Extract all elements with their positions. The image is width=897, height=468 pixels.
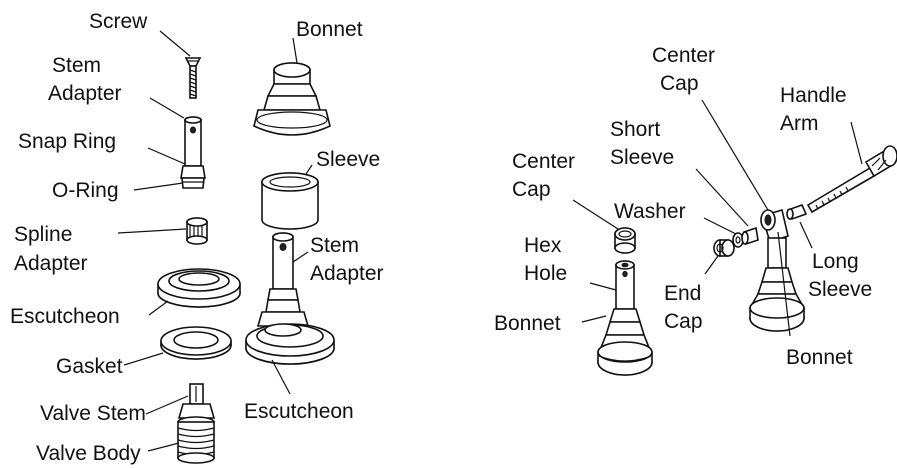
sleeve-part bbox=[261, 172, 319, 230]
right-labels: Center Cap Handle Arm Short Sleeve Cente… bbox=[494, 44, 872, 369]
center-cap-part bbox=[614, 227, 636, 254]
label-valve-body: Valve Body bbox=[36, 442, 141, 465]
left-assembly: Screw Stem Adapter Snap Ring O-Ring Spli… bbox=[10, 10, 384, 465]
label-o-ring: O-Ring bbox=[52, 179, 119, 202]
label-stem-adapter-line1: Stem bbox=[52, 54, 101, 77]
valve-body-part bbox=[177, 383, 216, 464]
label-escutcheon-right: Escutcheon bbox=[244, 400, 354, 423]
label-valve-stem: Valve Stem bbox=[40, 402, 146, 425]
label-stem-adapter-right-line1: Stem bbox=[310, 234, 359, 257]
label-end-cap-line1: End bbox=[664, 282, 701, 305]
label-short-sleeve-line1: Short bbox=[610, 118, 660, 141]
label-stem-adapter-right-line2: Adapter bbox=[310, 262, 384, 285]
bonnet-part bbox=[253, 62, 331, 136]
stem-adapter-part bbox=[180, 116, 206, 189]
long-sleeve-part bbox=[786, 203, 808, 221]
escutcheon-part bbox=[157, 268, 241, 308]
label-spline-adapter-line2: Adapter bbox=[14, 252, 88, 275]
label-bonnet-right: Bonnet bbox=[786, 346, 853, 369]
handle-arm-part bbox=[806, 145, 897, 214]
screw-part bbox=[184, 57, 202, 99]
label-stem-adapter-line2: Adapter bbox=[48, 82, 122, 105]
spline-adapter-part bbox=[186, 217, 208, 245]
end-cap-part bbox=[713, 239, 735, 257]
right-leader-lines bbox=[572, 99, 863, 337]
label-bonnet-left: Bonnet bbox=[494, 312, 561, 335]
label-gasket: Gasket bbox=[56, 355, 123, 378]
label-hex-hole-line2: Hole bbox=[524, 262, 567, 285]
label-long-sleeve-line2: Sleeve bbox=[808, 278, 872, 301]
bonnet-hex-hole-part bbox=[597, 260, 653, 376]
washer-part bbox=[732, 232, 744, 248]
label-snap-ring: Snap Ring bbox=[18, 130, 116, 153]
gasket-part bbox=[160, 326, 232, 360]
label-center-cap-top-line1: Center bbox=[652, 44, 715, 67]
label-escutcheon: Escutcheon bbox=[10, 305, 120, 328]
label-sleeve: Sleeve bbox=[316, 148, 380, 171]
label-washer: Washer bbox=[614, 200, 686, 223]
label-center-cap-line2: Cap bbox=[512, 178, 551, 201]
label-spline-adapter-line1: Spline bbox=[14, 223, 72, 246]
label-hex-hole-line1: Hex bbox=[524, 234, 562, 257]
label-end-cap-line2: Cap bbox=[664, 310, 703, 333]
label-center-cap-line1: Center bbox=[512, 150, 575, 173]
left-labels: Screw Stem Adapter Snap Ring O-Ring Spli… bbox=[10, 10, 384, 465]
label-handle-arm-line1: Handle bbox=[780, 84, 847, 107]
label-bonnet: Bonnet bbox=[296, 18, 363, 41]
label-center-cap-top-line2: Cap bbox=[660, 72, 699, 95]
short-sleeve-part bbox=[741, 226, 759, 246]
label-screw: Screw bbox=[89, 10, 148, 33]
label-long-sleeve-line1: Long bbox=[812, 250, 859, 273]
stem-adapter-assembly-part bbox=[245, 232, 335, 365]
bonnet-right-part bbox=[748, 208, 806, 332]
label-short-sleeve-line2: Sleeve bbox=[610, 146, 674, 169]
left-leader-lines bbox=[117, 30, 313, 452]
label-handle-arm-line2: Arm bbox=[780, 112, 819, 135]
right-assembly: Center Cap Handle Arm Short Sleeve Cente… bbox=[494, 44, 897, 376]
